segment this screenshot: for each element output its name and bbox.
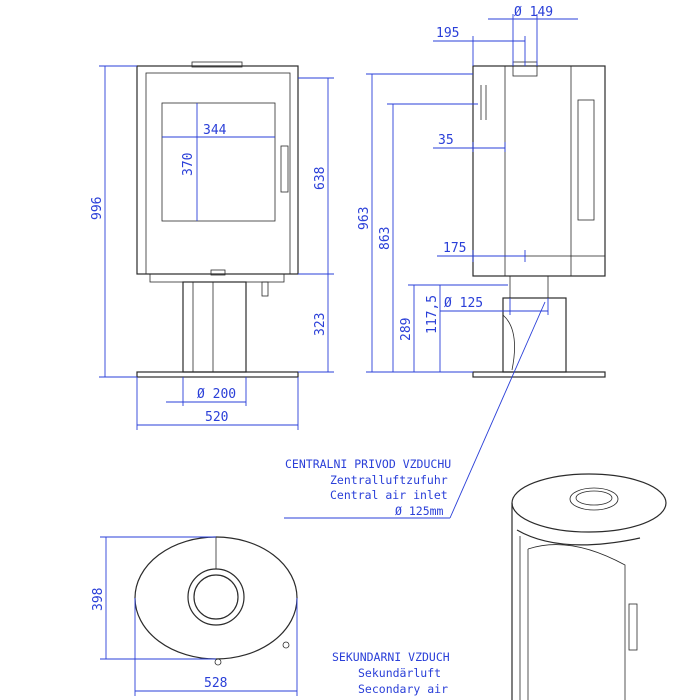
side-view: Ø 149 195 35 175 Ø 125 963 863 289 xyxy=(284,5,606,519)
secondary-air-knob xyxy=(214,658,222,666)
pedestal-column xyxy=(182,281,247,373)
stove-body-side xyxy=(472,65,606,277)
dim-370: 370 xyxy=(181,153,196,176)
grate-knob xyxy=(210,269,226,276)
dim-diameter-125: Ø 125 xyxy=(444,296,483,311)
base-plate xyxy=(136,371,299,378)
dim-diameter-200: Ø 200 xyxy=(197,387,236,402)
side-door-panel xyxy=(577,99,595,221)
dim-diameter-149: Ø 149 xyxy=(514,5,553,20)
dim-528: 528 xyxy=(204,676,227,691)
dim-520: 520 xyxy=(205,410,228,425)
dim-175: 175 xyxy=(443,241,466,256)
base-plate-side xyxy=(472,371,606,378)
handle-knob-top xyxy=(282,641,290,649)
dim-863: 863 xyxy=(378,227,393,250)
flue-collar-front xyxy=(191,61,243,68)
air-duct-curve xyxy=(502,314,515,371)
note-secondary-air-en: Secondary air xyxy=(358,682,448,696)
door-handle xyxy=(280,145,289,193)
perspective-view xyxy=(511,473,667,700)
perspective-top xyxy=(511,473,667,533)
note-central-air-de: Zentralluftzufuhr xyxy=(330,473,448,487)
perspective-glass xyxy=(527,544,626,700)
pedestal-side xyxy=(502,297,567,373)
air-inlet-box xyxy=(509,275,549,299)
stove-body-front xyxy=(136,65,299,275)
dim-195: 195 xyxy=(436,26,459,41)
top-view: 398 528 xyxy=(91,536,298,696)
central-air-note: CENTRALNI PRIVOD VZDUCHU Zentralluftzufu… xyxy=(285,457,451,518)
dim-344: 344 xyxy=(203,123,227,138)
stove-window xyxy=(161,102,276,222)
perspective-flue-inner xyxy=(575,490,613,506)
flue-ring-outer xyxy=(187,568,245,626)
note-central-air-diameter: Ø 125mm xyxy=(395,504,444,518)
control-lever xyxy=(261,281,269,297)
note-secondary-air-cz: SEKUNDARNI VZDUCH xyxy=(332,650,450,664)
perspective-flue-outer xyxy=(569,487,619,511)
dim-996: 996 xyxy=(90,197,105,220)
dim-35: 35 xyxy=(438,133,454,148)
front-view: 996 638 323 344 370 Ø 200 520 xyxy=(90,61,334,430)
note-secondary-air-de: Sekundärluft xyxy=(358,666,441,680)
dim-398: 398 xyxy=(91,588,106,611)
side-base-ring xyxy=(472,255,606,277)
perspective-handle xyxy=(628,603,638,651)
dim-638: 638 xyxy=(313,167,328,190)
note-central-air-en: Central air inlet xyxy=(330,488,448,502)
dim-963: 963 xyxy=(357,207,372,230)
side-chamber xyxy=(504,65,572,277)
dim-323: 323 xyxy=(313,313,328,336)
dim-289: 289 xyxy=(399,318,414,341)
dim-117-5: 117,5 xyxy=(425,295,440,334)
flue-ring-inner xyxy=(193,574,239,620)
note-central-air-cz: CENTRALNI PRIVOD VZDUCHU xyxy=(285,457,451,471)
secondary-air-note: SEKUNDARNI VZDUCH Sekundärluft Secondary… xyxy=(332,650,450,696)
